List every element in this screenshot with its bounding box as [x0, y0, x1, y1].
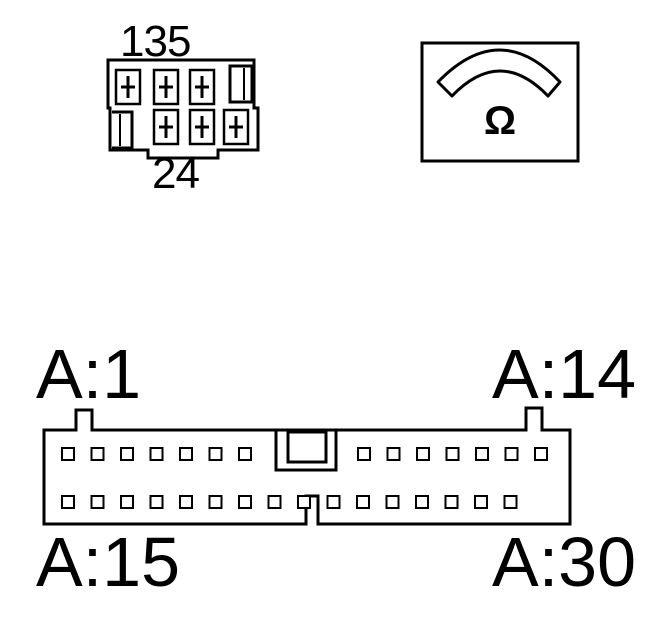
connector-pin — [297, 495, 311, 509]
connector-pin — [385, 495, 400, 509]
small-connector-top-label: 135 — [120, 17, 190, 66]
connector-pin — [445, 447, 460, 461]
connector-pin — [90, 447, 105, 461]
connector-pin — [504, 447, 519, 461]
connector-pin — [474, 495, 488, 509]
large-connector-key-slot — [286, 430, 328, 464]
small-connector-pin — [152, 68, 180, 106]
label-a14: A:14 — [492, 335, 636, 413]
top-pin-row — [61, 447, 548, 461]
connector-pin — [416, 447, 430, 461]
connector-pin — [149, 447, 164, 461]
connector-pin — [179, 495, 193, 509]
connector-pin — [90, 495, 105, 509]
connector-pin — [238, 447, 252, 461]
connector-pin — [238, 495, 252, 509]
connector-pin — [444, 495, 459, 509]
label-a30: A:30 — [492, 523, 636, 601]
connector-pin — [415, 495, 429, 509]
connector-pin — [61, 495, 75, 509]
connector-pin — [208, 495, 223, 509]
ohmmeter-icon: Ω — [420, 41, 580, 163]
connector-pin — [179, 447, 193, 461]
connector-pin — [356, 495, 370, 509]
connector-pin — [357, 447, 371, 461]
small-connector-body — [106, 58, 260, 160]
connector-pin — [149, 495, 164, 509]
connector-pin — [326, 495, 341, 509]
connector-pin — [267, 495, 282, 509]
small-connector-latch-right — [228, 64, 254, 104]
connector-pin — [61, 447, 75, 461]
small-connector — [106, 58, 260, 160]
ohm-symbol: Ω — [484, 99, 516, 143]
bottom-pin-row — [61, 495, 518, 509]
large-connector-key — [274, 430, 338, 472]
connector-pin — [503, 495, 518, 509]
connector-pin — [534, 447, 548, 461]
connector-pin — [208, 447, 223, 461]
connector-pin — [120, 495, 134, 509]
ohmmeter-scale — [436, 48, 562, 98]
small-connector-pins — [114, 68, 250, 146]
ohmmeter-frame — [420, 41, 580, 163]
small-connector-latch-left — [112, 110, 134, 150]
connector-pin — [475, 447, 489, 461]
label-a1: A:1 — [36, 335, 141, 413]
small-connector-pin — [188, 108, 216, 146]
connector-pin — [386, 447, 401, 461]
connector-pin — [120, 447, 134, 461]
label-a15: A:15 — [36, 523, 180, 601]
small-connector-pin-crosses — [121, 76, 243, 138]
small-connector-bottom-label: 24 — [152, 149, 199, 198]
